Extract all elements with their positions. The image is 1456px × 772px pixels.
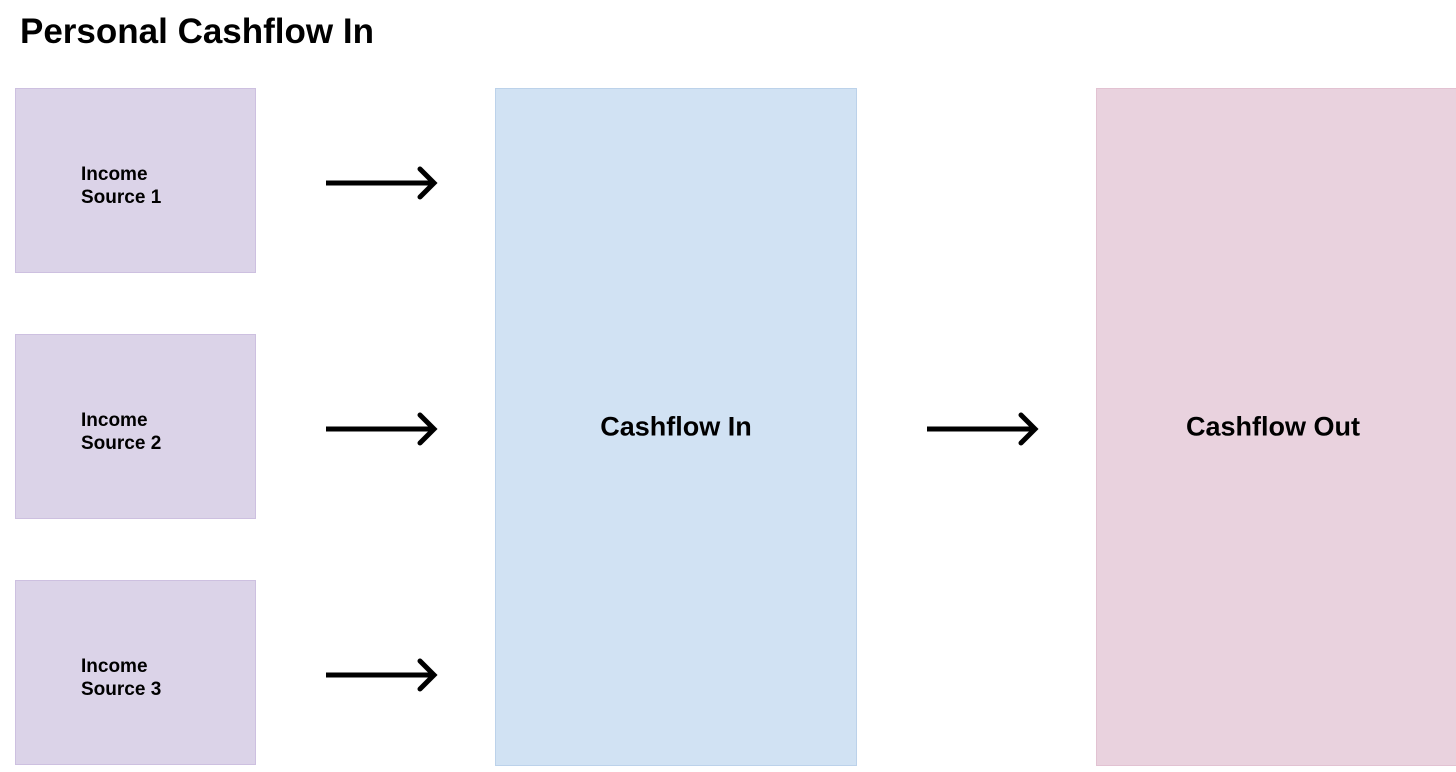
right-arrow-icon bbox=[927, 412, 1039, 446]
cashflow-out-box: Cashflow Out bbox=[1096, 88, 1456, 766]
right-arrow-icon bbox=[326, 166, 438, 200]
cashflow-out-label: Cashflow Out bbox=[1186, 411, 1360, 442]
income-source-1-box: Income Source 1 bbox=[15, 88, 256, 273]
cashflow-in-label: Cashflow In bbox=[600, 411, 752, 442]
page-title: Personal Cashflow In bbox=[20, 12, 374, 51]
income-source-3-box: Income Source 3 bbox=[15, 580, 256, 765]
income-source-2-label: Income Source 2 bbox=[81, 410, 162, 454]
cashflow-in-box: Cashflow In bbox=[495, 88, 857, 766]
income-source-2-box: Income Source 2 bbox=[15, 334, 256, 519]
income-source-1-label: Income Source 1 bbox=[81, 164, 162, 208]
right-arrow-icon bbox=[326, 412, 438, 446]
right-arrow-icon bbox=[326, 658, 438, 692]
income-source-3-label: Income Source 3 bbox=[81, 656, 162, 700]
